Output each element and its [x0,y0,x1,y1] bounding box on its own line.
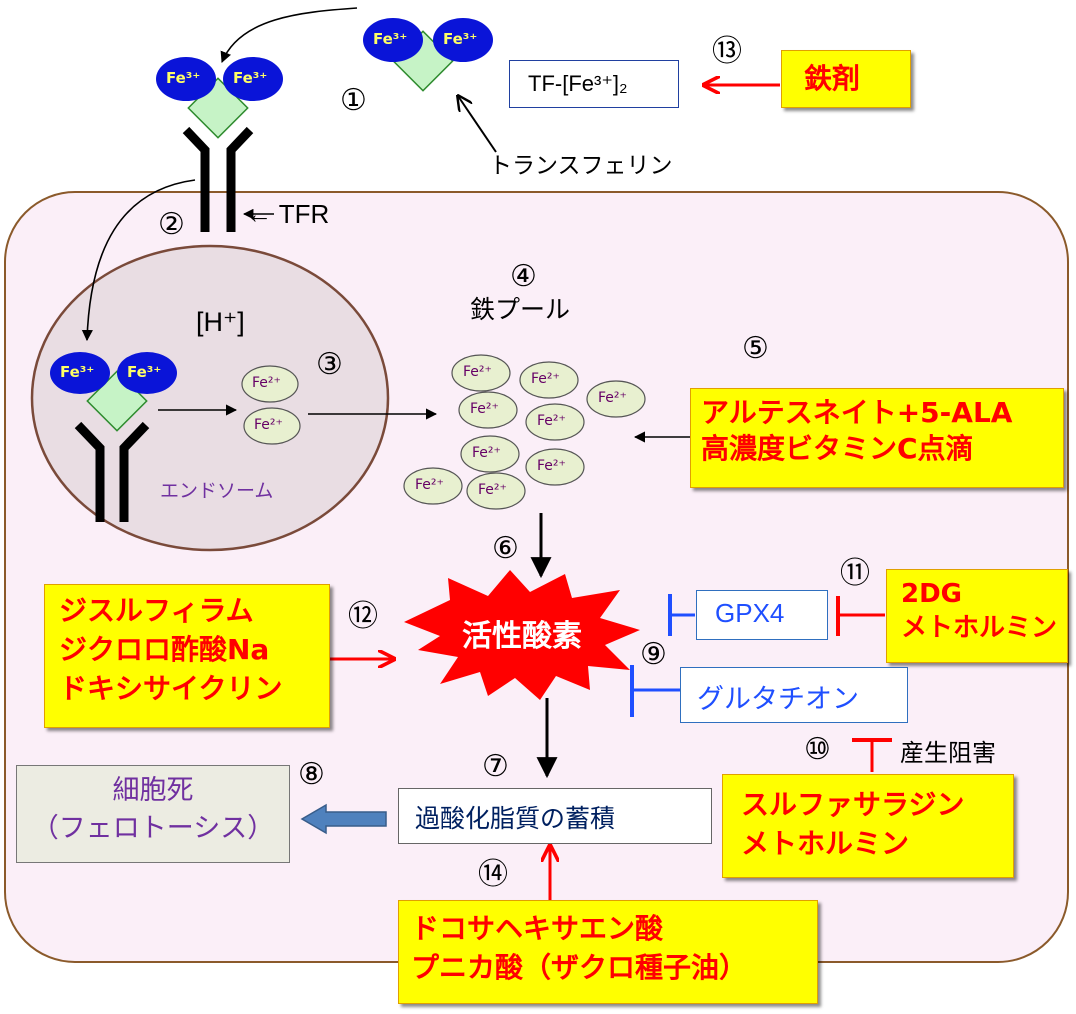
gpx4-box: GPX4 [696,590,828,640]
drug12-line2: ジクロロ酢酸Na [59,633,270,667]
fe2-ion [460,435,520,473]
fe2-endosome [241,365,301,445]
fe2-ion [403,467,463,505]
drug14-line1: ドコサヘキサエン酸 [411,912,664,945]
fe2-label: Fe²⁺ [531,371,560,387]
lipid-peroxide-label: 過酸化脂質の蓄積 [415,804,616,833]
gpx4-label: GPX4 [715,598,785,628]
iron-pool-label: 鉄プール [470,295,571,324]
drug11-line1: 2DG [901,579,963,609]
ros-burst [404,570,640,700]
step-8: ⑧ [298,757,325,792]
drug14-box: ドコサヘキサエン酸 プニカ酸（ザクロ種子油） [398,900,818,1004]
step-10: ⑩ [804,732,831,767]
step-7: ⑦ [482,749,509,784]
tfr-label: ← TFR [246,199,330,229]
fe2-label: Fe²⁺ [252,375,281,391]
drug12-box: ジスルフィラム ジクロロ酢酸Na ドキシサイクリン [44,584,330,728]
transferrin-label: トランスフェリン [489,153,673,179]
tf-complex-label: TF-[Fe³⁺]₂ [528,71,628,96]
transferrin-free [363,18,493,92]
fe3-label-free-2: Fe³⁺ [443,30,478,48]
fe2-label: Fe²⁺ [478,482,507,498]
fe2-ion [458,391,518,429]
step-13: ⑬ [712,34,742,69]
drug10-box: スルファサラジン メトホルミン [722,774,1014,878]
fe2-ion [525,448,585,486]
fe3-ion [156,57,216,101]
fe2-ion [525,403,585,441]
fe2-label: Fe²⁺ [537,458,566,474]
binding-arrow [220,7,358,64]
tf-complex-box [509,60,679,108]
cell-death-line1: 細胞死 [112,775,194,806]
step-12: ⑫ [348,599,378,634]
step-2: ② [158,207,185,242]
lipid-peroxide-box: 過酸化脂質の蓄積 [398,788,712,844]
fe2-label: Fe²⁺ [463,364,492,380]
fe2-ion [519,361,579,399]
endosome-label: エンドソーム [160,480,274,502]
drug5-box: アルテスネイト+5-ALA 高濃度ビタミンC点滴 [690,388,1064,488]
death-block-arrow [300,803,387,835]
transferrin-pointer [458,96,497,153]
fe2-ion [466,472,526,510]
fe3-label-endo-2: Fe³⁺ [127,363,162,381]
drug11-line2: メトホルミン [901,612,1058,643]
endocytosis-arrow [81,179,196,342]
fe2-label: Fe²⁺ [537,413,566,429]
fe3-label-endo-1: Fe³⁺ [60,363,95,381]
h-plus-label: [H⁺] [196,307,245,337]
iron-pool-ions [403,354,646,510]
endosome [30,244,390,552]
fe3-ion [117,352,177,394]
step-4: ④ [510,259,537,294]
drug10-line2: メトホルミン [741,827,910,861]
step-11: ⑪ [840,556,870,591]
fe3-label-bound-1: Fe³⁺ [166,69,201,87]
fe2-ion [241,365,299,403]
fe3-label-free-1: Fe³⁺ [373,30,408,48]
fe3-ion [363,18,423,62]
transferrin-receptor-endosome [74,421,150,522]
step-1: ① [340,83,367,118]
step-5: ⑤ [742,331,769,366]
glutathione-label: グルタチオン [697,684,859,715]
fe3-ion [223,57,283,101]
fe2-label: Fe²⁺ [470,401,499,417]
drug12-line1: ジスルフィラム [59,594,254,627]
drug10-line1: スルファサラジン [741,788,965,821]
drug13-label: 鉄剤 [804,62,861,95]
step-3: ③ [316,347,343,382]
fe2-ion [586,380,646,418]
step-9: ⑨ [640,637,667,672]
drug11-box: 2DG メトホルミン [886,569,1068,663]
fe3-ion [50,352,110,394]
transferrin-endosome [50,352,177,432]
drug13-box: 鉄剤 [781,50,911,108]
cell-death-box: 細胞死 （フェロトーシス） [16,765,290,863]
glutathione-box: グルタチオン [680,667,908,723]
cell-death-line2: （フェロトーシス） [31,812,275,844]
fe2-label: Fe²⁺ [598,390,627,406]
drug12-line3: ドキシサイクリン [59,672,283,706]
fe2-label: Fe²⁺ [415,477,444,493]
fe2-label: Fe²⁺ [254,417,283,433]
fe2-label: Fe²⁺ [472,445,501,461]
ros-label: 活性酸素 [462,619,582,654]
drug14-line2: プニカ酸（ザクロ種子油） [411,951,748,985]
step-14: ⑭ [478,857,508,892]
fe2-ion [243,407,301,445]
fe2-ion [451,354,511,392]
step-6: ⑥ [492,531,519,566]
transferrin-receptor [182,126,254,232]
drug5-line2: 高濃度ビタミンC点滴 [701,432,974,466]
fe3-label-bound-2: Fe³⁺ [233,69,268,87]
fe3-ion [433,18,493,62]
transferrin-bound [156,57,283,139]
production-inhibition-label: 産生阻害 [900,739,996,767]
drug5-line1: アルテスネイト+5-ALA [701,396,1013,429]
